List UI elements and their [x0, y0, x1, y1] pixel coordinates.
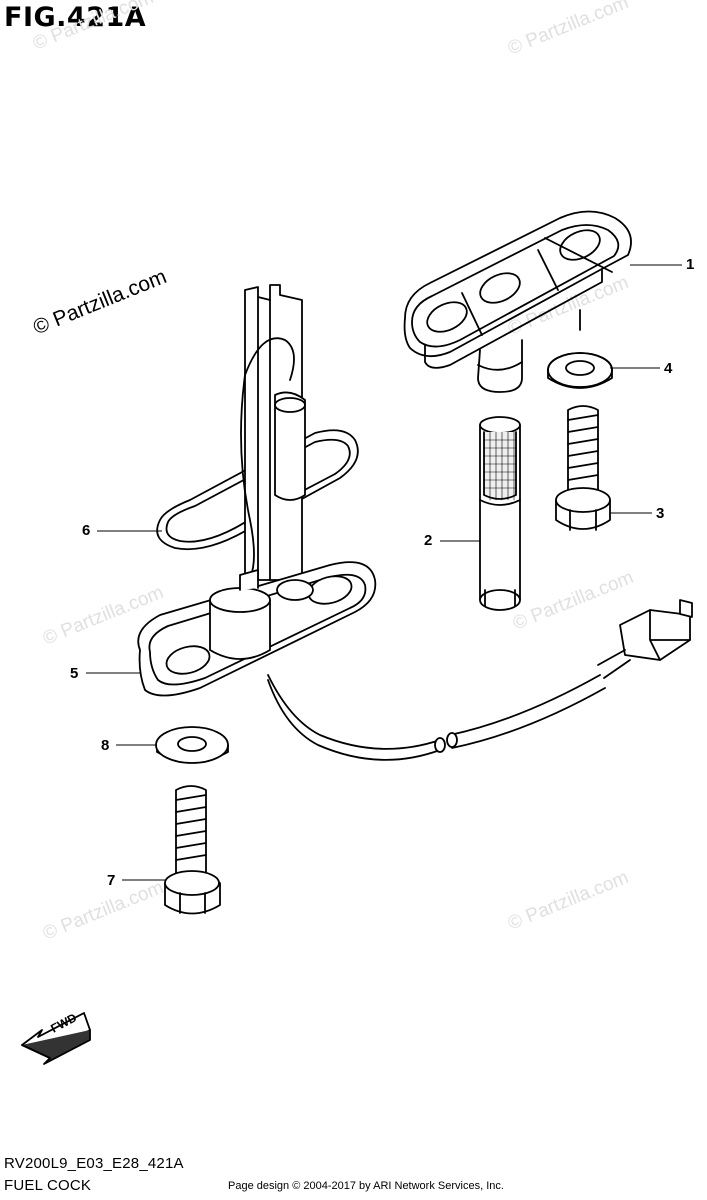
callout-2: 2 — [424, 532, 433, 549]
copyright-notice: Page design © 2004-2017 by ARI Network S… — [228, 1180, 504, 1192]
figure-code: RV200L9_E03_E28_421A — [4, 1155, 184, 1172]
part-2-filter — [479, 416, 521, 611]
part-4-washer — [547, 352, 613, 389]
callout-8: 8 — [101, 737, 110, 754]
callout-1: 1 — [686, 256, 695, 273]
leader-lines — [86, 264, 682, 881]
part-1-gasket-plate — [403, 210, 632, 393]
part-7-bolt — [164, 785, 221, 915]
part-6-gasket-ring — [156, 429, 359, 551]
figure-title: FIG.421A — [4, 2, 147, 33]
callout-4: 4 — [664, 360, 673, 377]
part-5-sender-unit — [137, 284, 693, 761]
callout-6: 6 — [82, 522, 91, 539]
callout-5: 5 — [70, 665, 79, 682]
fwd-arrow-icon — [21, 1012, 91, 1065]
part-8-washer — [155, 726, 229, 764]
part-3-bolt — [555, 405, 611, 531]
figure-name: FUEL COCK — [4, 1177, 92, 1194]
callout-3: 3 — [656, 505, 665, 522]
callout-7: 7 — [107, 872, 116, 889]
